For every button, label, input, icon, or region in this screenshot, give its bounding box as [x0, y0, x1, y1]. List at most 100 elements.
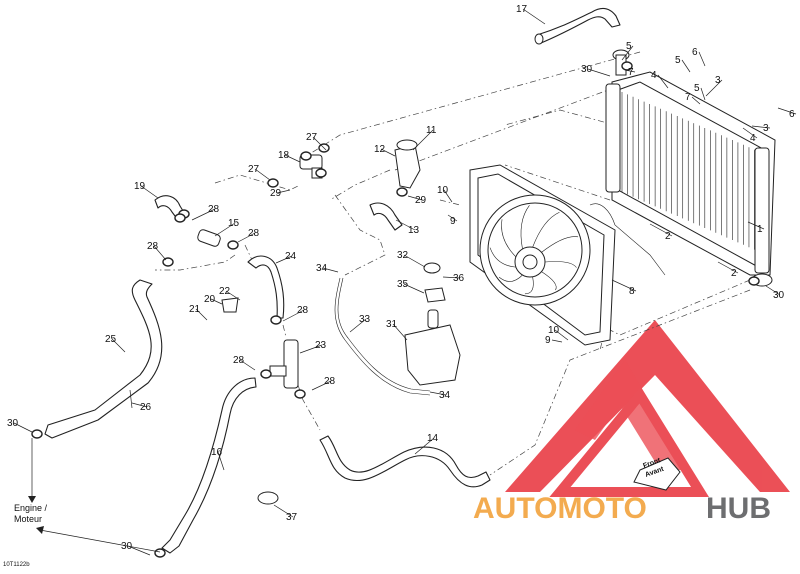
leader-line	[554, 329, 569, 341]
callout-number: 14	[427, 433, 439, 444]
leader-line	[239, 359, 256, 371]
callout-number: 10	[437, 185, 449, 196]
callout-number: 30	[121, 541, 133, 552]
callout-number: 26	[140, 402, 152, 413]
leader-line	[395, 219, 416, 231]
leader-line	[13, 422, 33, 433]
engine-label: Engine / Moteur	[14, 438, 161, 553]
callout-number: 20	[204, 294, 216, 305]
radiator	[605, 49, 776, 287]
callout-number: 29	[270, 188, 282, 199]
leader-line	[442, 276, 461, 279]
fittings	[129, 139, 461, 505]
callout-number: 25	[105, 334, 117, 345]
leader-line	[131, 402, 148, 408]
callout-number: 21	[189, 304, 201, 315]
leader-line	[551, 339, 563, 343]
coolant-hoses	[44, 7, 621, 554]
leader-line	[380, 148, 396, 157]
watermark-text-part2: HUB	[706, 492, 771, 525]
leader-line	[322, 267, 339, 273]
watermark-text-part1: AUTOMOTO	[473, 492, 647, 525]
callout-number: 28	[233, 355, 245, 366]
leader-line	[214, 222, 236, 237]
leader-line	[210, 298, 223, 305]
watermark-inner	[575, 360, 690, 470]
leader-line	[284, 154, 301, 163]
leader-line	[611, 279, 637, 292]
leader-line	[403, 254, 426, 268]
callout-number: 28	[147, 241, 159, 252]
leader-line	[412, 129, 434, 151]
callout-number: 28	[208, 204, 220, 215]
hose-clamp	[621, 61, 633, 71]
leader-line	[237, 232, 256, 243]
callout-number: 19	[134, 181, 146, 192]
leader-line	[698, 51, 706, 67]
engine-label-line2: Moteur	[14, 514, 42, 524]
leader-line	[700, 87, 706, 101]
callout-number: 2	[665, 231, 671, 242]
callout-number: 33	[359, 314, 371, 325]
callout-number: 34	[316, 263, 328, 274]
leader-line	[275, 255, 293, 264]
leader-line	[254, 168, 271, 181]
leader-line	[747, 221, 765, 230]
callout-number: 29	[415, 195, 427, 206]
hose-clamp	[396, 187, 408, 197]
leader-line	[447, 214, 458, 222]
callout-number: 23	[315, 340, 327, 351]
leader-line	[742, 127, 758, 139]
leader-line	[195, 308, 208, 321]
leader-line	[276, 189, 291, 194]
callout-number: 28	[324, 376, 336, 387]
hose-clamp	[174, 213, 186, 223]
leader-line	[403, 283, 425, 294]
callout-number: 37	[286, 512, 298, 523]
callout-number: 3	[763, 123, 769, 134]
callout-number: 7	[628, 67, 634, 78]
hose-clamp	[260, 369, 272, 379]
leader-line	[429, 391, 447, 396]
hose-clamp	[270, 315, 282, 325]
callout-number: 2	[731, 268, 737, 279]
callout-number: 16	[211, 447, 223, 458]
leader-line	[311, 380, 332, 391]
callout-number: 22	[219, 286, 231, 297]
leader-line	[140, 185, 159, 199]
callout-number: 4	[651, 70, 657, 81]
hose-clamp	[748, 276, 760, 286]
callout-number: 27	[306, 132, 318, 143]
callout-number: 13	[408, 225, 420, 236]
callout-number: 30	[581, 64, 593, 75]
hose-clamps	[31, 61, 760, 558]
hose-clamp	[162, 257, 174, 267]
callout-number: 18	[278, 150, 290, 161]
watermark-logo	[505, 320, 790, 497]
leader-line	[649, 223, 673, 237]
callout-number: 9	[545, 335, 551, 346]
hose-clamp	[294, 389, 306, 399]
leader-line	[217, 451, 225, 471]
leader-line	[443, 189, 453, 203]
callout-number: 28	[248, 228, 260, 239]
leader-line	[312, 136, 327, 151]
callout-number: 3	[715, 75, 721, 86]
callout-number: 8	[629, 286, 635, 297]
leader-line	[349, 318, 367, 333]
leader-line	[624, 69, 636, 73]
leader-lines	[13, 8, 797, 556]
leader-line	[127, 545, 151, 556]
hose-clamp	[227, 240, 239, 250]
leader-line	[191, 208, 216, 221]
leader-line	[765, 285, 781, 296]
hose-clamp	[300, 151, 312, 161]
leader-line	[522, 8, 546, 25]
leader-line	[705, 79, 723, 97]
leader-line	[777, 107, 797, 115]
leader-line	[751, 125, 771, 129]
callout-number: 7	[685, 92, 691, 103]
hose-clamp	[267, 178, 279, 188]
